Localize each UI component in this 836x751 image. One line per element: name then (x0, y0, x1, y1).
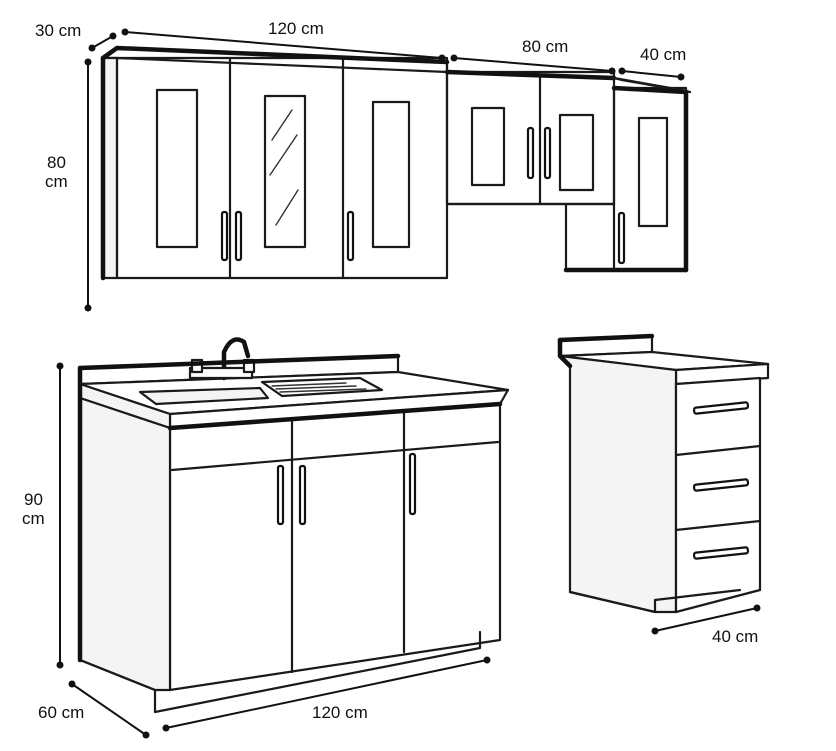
upper-width-left-label: 120 cm (268, 19, 324, 38)
upper-width-right-label: 40 cm (640, 45, 686, 64)
upper-depth-label: 30 cm (35, 21, 81, 40)
upper-width-mid-label: 80 cm (522, 37, 568, 56)
upper-cabinet-right (563, 76, 692, 273)
dimension-lines (56, 28, 761, 739)
base-depth-label: 60 cm (38, 703, 84, 722)
base-width-label: 120 cm (312, 703, 368, 722)
upper-height-unit-label: cm (45, 172, 68, 191)
upper-cabinet-middle (444, 69, 617, 272)
drawer-width-label: 40 cm (712, 627, 758, 646)
base-height-unit-label: cm (22, 509, 45, 528)
upper-cabinet-left (100, 45, 450, 281)
base-sink-cabinet (77, 337, 510, 714)
drawer-cabinet (557, 333, 770, 614)
upper-height-num-label: 80 (47, 153, 66, 172)
base-height-num-label: 90 (24, 490, 43, 509)
